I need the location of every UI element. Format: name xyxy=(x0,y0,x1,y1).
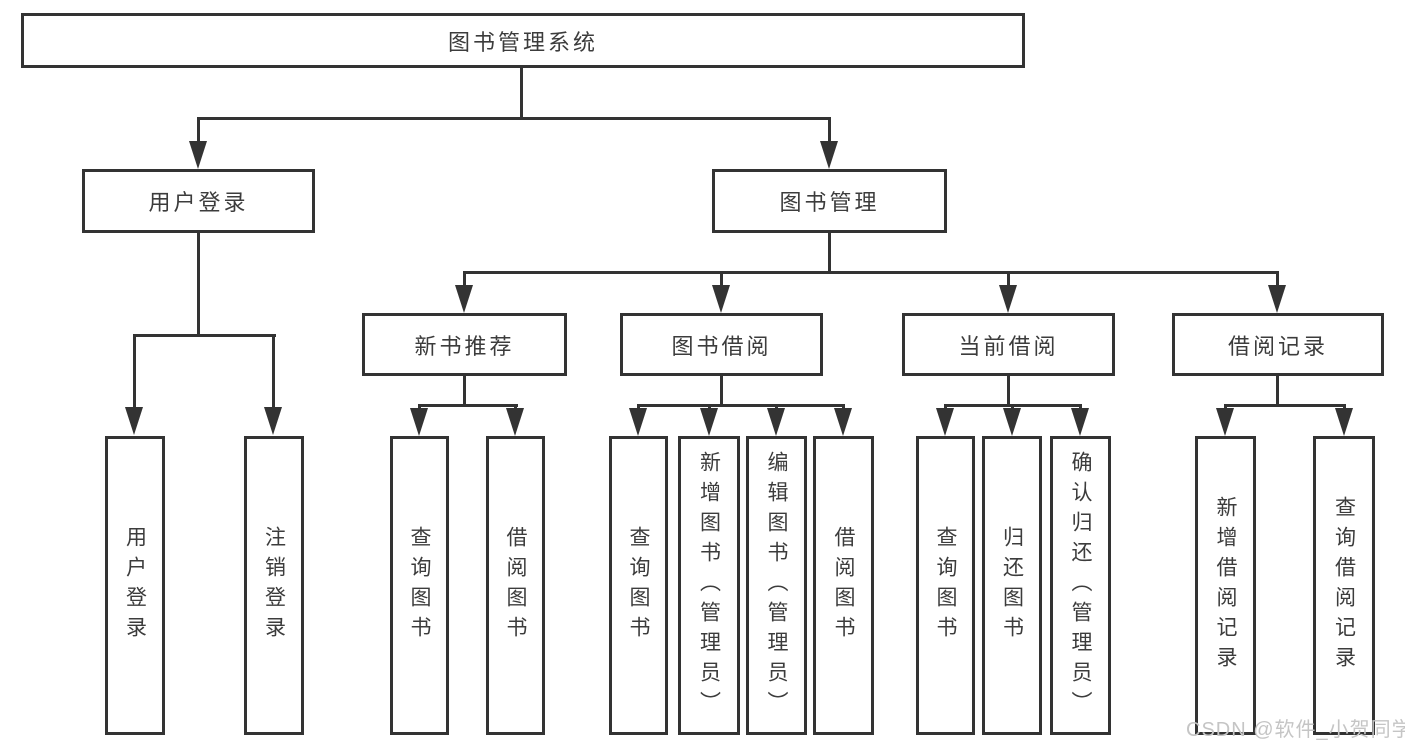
connector-vline xyxy=(272,334,275,409)
node-label: 借阅图书 xyxy=(504,525,527,646)
connector-vline xyxy=(775,404,778,411)
leaf-query-books-current: 查询图书 xyxy=(916,436,975,735)
connector-hline xyxy=(637,404,845,407)
arrowhead-down xyxy=(1335,408,1353,436)
connector-vline xyxy=(197,117,200,143)
node-current-borrowing: 当前借阅 xyxy=(902,313,1115,376)
node-label: 注销登录 xyxy=(262,525,286,646)
node-book-borrowing: 图书借阅 xyxy=(620,313,823,376)
leaf-logout: 注销登录 xyxy=(244,436,304,735)
node-label: 新增借阅记录 xyxy=(1214,495,1237,676)
leaf-return-books: 归还图书 xyxy=(982,436,1042,735)
node-user-login: 用户登录 xyxy=(82,169,315,233)
node-label: 当前借阅 xyxy=(958,333,1059,359)
arrowhead-down xyxy=(629,408,647,436)
node-label: 图书管理系统 xyxy=(447,29,598,55)
leaf-query-books-recommend: 查询图书 xyxy=(390,436,449,735)
connector-hline xyxy=(197,117,831,120)
node-label: 查询借阅记录 xyxy=(1332,495,1356,676)
arrowhead-down xyxy=(999,285,1017,313)
leaf-user-login: 用户登录 xyxy=(105,436,165,735)
leaf-confirm-return-admin: 确认归还（管理员） xyxy=(1050,436,1111,735)
arrowhead-down xyxy=(820,141,838,169)
node-new-book-recommend: 新书推荐 xyxy=(362,313,567,376)
node-label: 图书管理 xyxy=(779,190,880,215)
connector-vline xyxy=(520,68,523,119)
connector-vline xyxy=(842,404,845,411)
node-label: 新增图书（管理员） xyxy=(697,450,721,721)
arrowhead-down xyxy=(125,407,143,435)
node-borrowing-records: 借阅记录 xyxy=(1172,313,1384,376)
arrowhead-down xyxy=(455,285,473,313)
connector-vline xyxy=(828,233,831,274)
connector-vline xyxy=(1343,404,1346,411)
node-label: 查询图书 xyxy=(408,525,431,646)
connector-vline xyxy=(944,404,947,411)
node-label: 归还图书 xyxy=(1000,525,1024,646)
connector-vline xyxy=(1007,376,1010,407)
arrowhead-down xyxy=(506,408,524,436)
arrowhead-down xyxy=(189,141,207,169)
arrowhead-down xyxy=(1003,408,1021,436)
node-label: 新书推荐 xyxy=(414,333,515,359)
node-label: 查询图书 xyxy=(934,525,957,646)
arrowhead-down xyxy=(1268,285,1286,313)
arrowhead-down xyxy=(264,407,282,435)
connector-hline xyxy=(133,334,276,337)
connector-hline xyxy=(1224,404,1346,407)
arrowhead-down xyxy=(410,408,428,436)
node-label: 用户登录 xyxy=(148,190,249,215)
node-label: 确认归还（管理员） xyxy=(1069,450,1092,721)
leaf-borrow-books: 借阅图书 xyxy=(813,436,874,735)
connector-vline xyxy=(828,117,831,143)
arrowhead-down xyxy=(936,408,954,436)
connector-vline xyxy=(514,404,517,411)
node-book-management: 图书管理 xyxy=(712,169,947,233)
node-label: 借阅记录 xyxy=(1227,333,1328,359)
arrowhead-down xyxy=(767,408,785,436)
arrowhead-down xyxy=(1071,408,1089,436)
connector-vline xyxy=(708,404,711,411)
connector-vline xyxy=(463,376,466,407)
leaf-add-books-admin: 新增图书（管理员） xyxy=(678,436,740,735)
connector-vline xyxy=(1276,376,1279,407)
node-library-management-system: 图书管理系统 xyxy=(21,13,1025,68)
connector-vline xyxy=(720,376,723,407)
node-label: 编辑图书（管理员） xyxy=(765,450,788,721)
connector-vline xyxy=(1224,404,1227,411)
connector-vline xyxy=(133,334,136,409)
arrowhead-down xyxy=(834,408,852,436)
connector-vline xyxy=(1079,404,1082,411)
leaf-add-borrow-record: 新增借阅记录 xyxy=(1195,436,1256,735)
connector-vline xyxy=(1011,404,1014,411)
node-label: 借阅图书 xyxy=(832,525,855,646)
arrowhead-down xyxy=(700,408,718,436)
node-label: 查询图书 xyxy=(627,525,650,646)
connector-vline xyxy=(637,404,640,411)
leaf-query-books-borrow: 查询图书 xyxy=(609,436,668,735)
connector-hline xyxy=(463,271,1279,274)
watermark: CSDN @软件_小贺同学 xyxy=(1186,719,1405,741)
leaf-edit-books-admin: 编辑图书（管理员） xyxy=(746,436,807,735)
connector-vline xyxy=(720,271,723,287)
leaf-borrow-books-recommend: 借阅图书 xyxy=(486,436,545,735)
connector-vline xyxy=(1276,271,1279,287)
connector-vline xyxy=(1007,271,1010,287)
node-label: 图书借阅 xyxy=(671,333,772,359)
connector-vline xyxy=(197,233,200,336)
leaf-query-borrow-record: 查询借阅记录 xyxy=(1313,436,1375,735)
node-label: 用户登录 xyxy=(123,525,147,646)
arrowhead-down xyxy=(1216,408,1234,436)
connector-hline xyxy=(418,404,518,407)
arrowhead-down xyxy=(712,285,730,313)
connector-vline xyxy=(418,404,421,411)
connector-vline xyxy=(463,271,466,287)
